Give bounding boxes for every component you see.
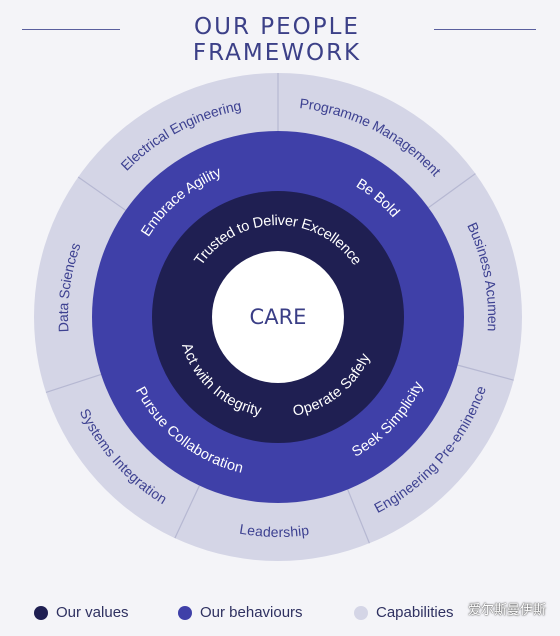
- capability-divider: [174, 485, 200, 539]
- header: OUR PEOPLE FRAMEWORK: [0, 12, 560, 66]
- legend-label-capabilities: Capabilities: [376, 604, 454, 621]
- capability-label: Leadership: [238, 521, 310, 540]
- capability-divider: [45, 373, 102, 393]
- watermark: 爱尔斯曼伊斯: [467, 602, 546, 617]
- title-rule-right: [434, 29, 536, 30]
- capability-divider: [77, 176, 126, 211]
- legend-dot-values: [34, 606, 48, 620]
- capability-dividers: [45, 73, 514, 544]
- title-rule-left: [22, 29, 120, 30]
- capability-divider: [457, 364, 514, 381]
- legend-label-behaviours: Our behaviours: [200, 604, 303, 621]
- center-label: CARE: [250, 305, 307, 329]
- legend-label-values: Our values: [56, 604, 129, 621]
- legend: Our values Our behaviours Capabilities: [0, 598, 560, 628]
- capability-divider: [347, 489, 370, 544]
- page-title: OUR PEOPLE FRAMEWORK: [192, 14, 362, 66]
- legend-dot-behaviours: [178, 606, 192, 620]
- care-core: [212, 251, 344, 383]
- legend-dot-capabilities: [354, 606, 368, 620]
- capability-divider: [428, 173, 476, 209]
